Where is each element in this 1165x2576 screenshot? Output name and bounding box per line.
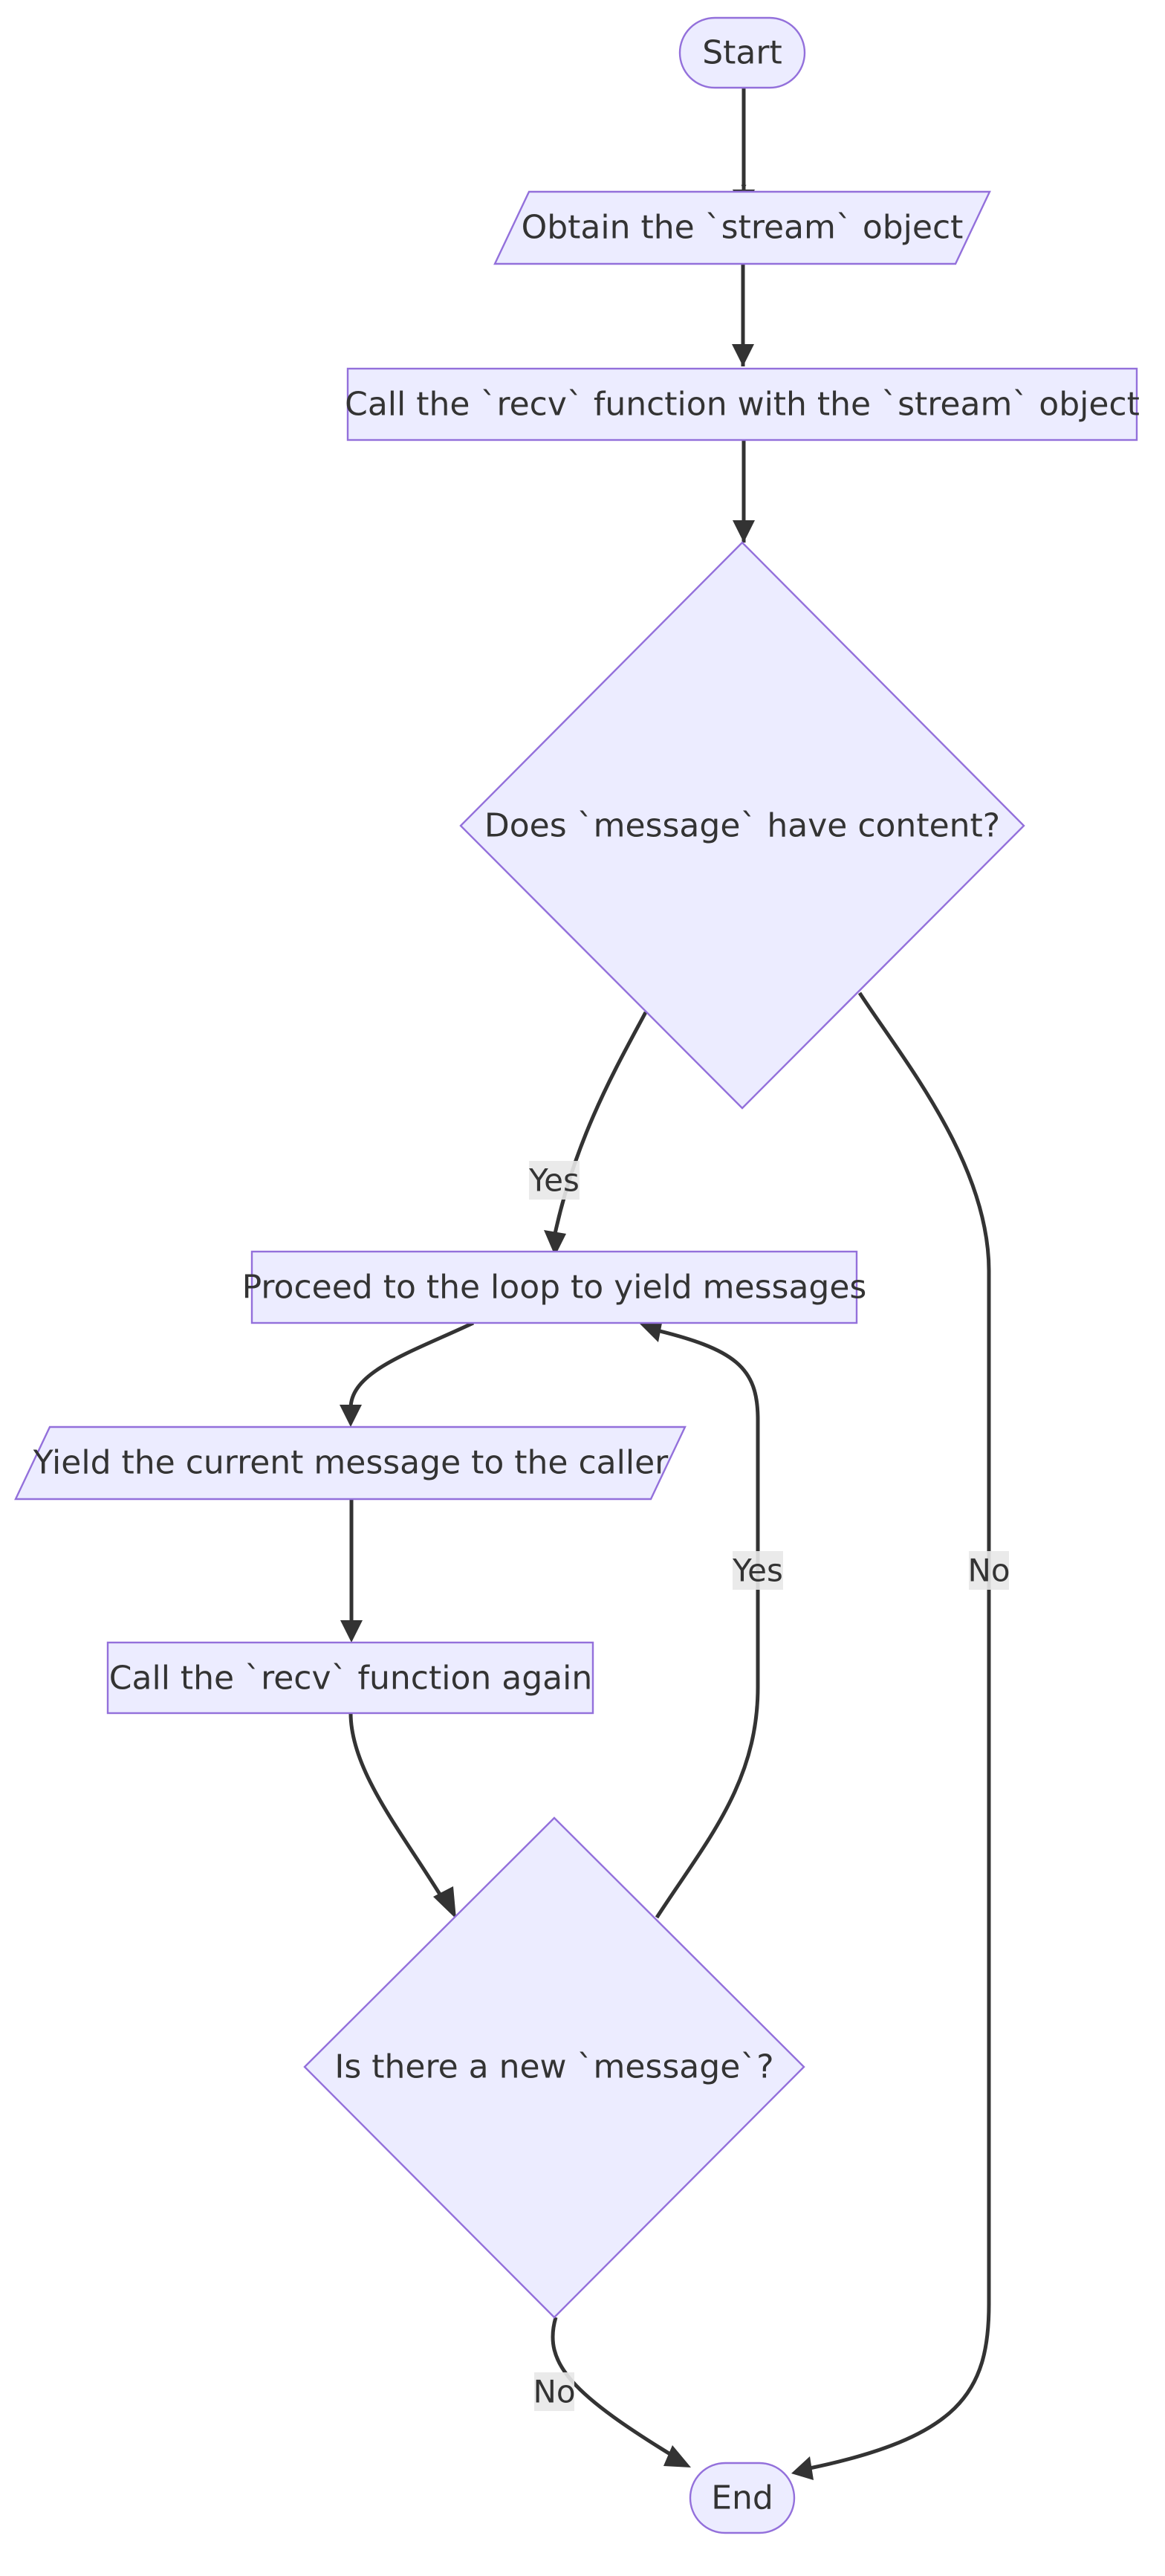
node-has-content: Does `message` have content? — [459, 541, 1025, 1110]
svg-text:Proceed to the loop to yield m: Proceed to the loop to yield messages — [242, 1269, 867, 1307]
svg-text:No: No — [533, 2374, 575, 2410]
node-yield-message: Yield the current message to the caller — [14, 1425, 687, 1501]
arrowhead-new-message — [433, 1886, 456, 1919]
svg-text:Is there a new `message`?: Is there a new `message`? — [334, 2048, 773, 2086]
edge-label-has-content-yes: Yes — [528, 1161, 580, 1200]
arrowhead-yield — [340, 1405, 362, 1427]
arrowhead-proceed-loop-back — [639, 1319, 663, 1342]
node-start: Start — [678, 16, 806, 89]
node-new-message: Is there a new `message`? — [303, 1816, 805, 2319]
svg-text:Call the `recv` function again: Call the `recv` function again — [109, 1660, 592, 1698]
svg-text:Yield the current message to t: Yield the current message to the caller — [33, 1444, 669, 1482]
arrowhead-end-from-right — [791, 2456, 814, 2480]
edge-has-content-no — [805, 991, 991, 2471]
svg-text:Start: Start — [702, 34, 782, 72]
arrowhead-has-content — [733, 520, 755, 543]
svg-text:Yes: Yes — [732, 1553, 783, 1589]
node-proceed-loop: Proceed to the loop to yield messages — [242, 1250, 867, 1324]
svg-text:End: End — [711, 2479, 773, 2517]
edge-proceed-to-yield — [348, 1321, 475, 1420]
arrowhead-call-again — [340, 1620, 363, 1643]
node-call-recv: Call the `recv` function with the `strea… — [345, 367, 1140, 441]
svg-text:No: No — [967, 1553, 1010, 1589]
edge-label-new-message-yes: Yes — [732, 1551, 783, 1590]
edge-call-again-to-new-message — [348, 1712, 450, 1908]
node-end: End — [689, 2462, 796, 2534]
edge-label-new-message-no: No — [533, 2372, 576, 2411]
edge-label-has-content-no: No — [967, 1551, 1010, 1590]
arrowhead-call-recv — [732, 344, 754, 366]
node-obtain-stream: Obtain the `stream` object — [493, 190, 991, 265]
svg-text:Call the `recv` function with: Call the `recv` function with the `strea… — [345, 386, 1140, 424]
arrowhead-proceed-loop — [544, 1230, 566, 1256]
edge-has-content-yes — [553, 1011, 648, 1234]
arrowhead-end-from-left — [663, 2445, 691, 2467]
svg-text:Does `message` have content?: Does `message` have content? — [484, 807, 1000, 845]
svg-text:Obtain the `stream` object: Obtain the `stream` object — [522, 209, 964, 247]
edge-new-message-yes — [650, 1327, 760, 1919]
svg-text:Yes: Yes — [528, 1162, 580, 1199]
node-call-recv-again: Call the `recv` function again — [106, 1641, 594, 1715]
